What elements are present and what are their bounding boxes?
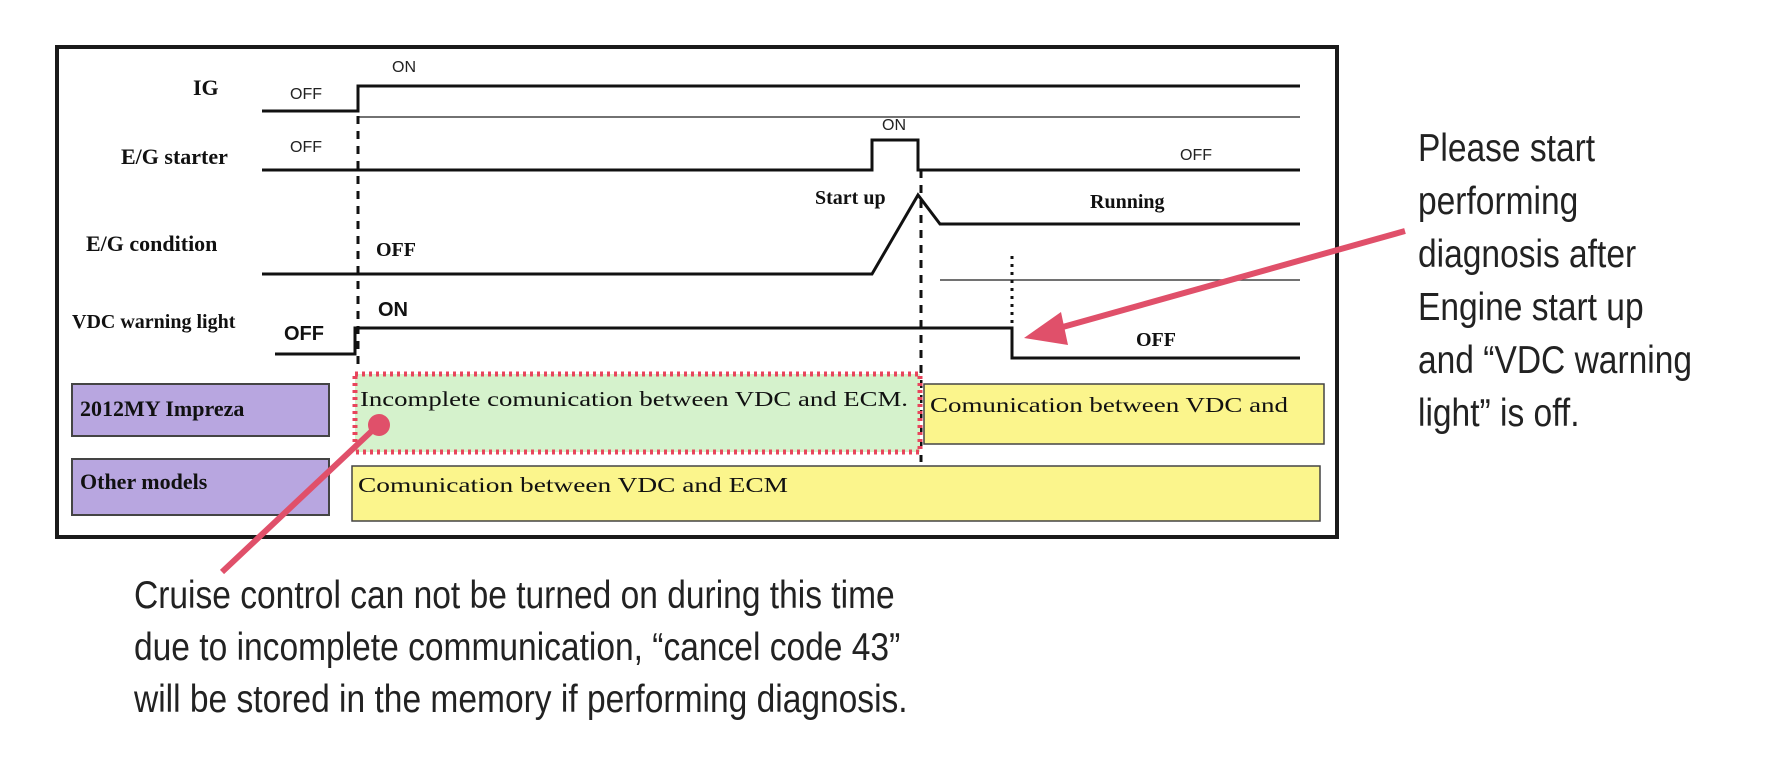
vdc-label: VDC warning light [72, 311, 236, 333]
bottom-note-pointer [219, 425, 378, 575]
cruise-control-note-line: Cruise control can not be turned on duri… [134, 574, 895, 617]
vdc-on-text: ON [378, 299, 408, 321]
diagnosis-note-line: light” is off. [1418, 392, 1580, 435]
diagnosis-note: Please start performing diagnosis after … [1418, 122, 1692, 440]
impreza-label-box [71, 383, 330, 437]
impreza-complete-text: Comunication between VDC and [930, 393, 1289, 417]
diagnosis-note-line: Please start [1418, 127, 1596, 170]
condition-signal-line [262, 192, 1300, 276]
impreza-incomplete-text: Incomplete comunication between VDC and … [360, 387, 908, 411]
right-note-arrowhead [1024, 312, 1068, 345]
diagram-frame [55, 45, 1339, 539]
diagnosis-note-line: and “VDC warning [1418, 339, 1693, 382]
impreza-label: 2012MY Impreza [80, 396, 244, 421]
other-complete-box [351, 465, 1321, 522]
vdc-signal-line [275, 326, 1300, 360]
right-note-arrow-shaft [1051, 228, 1406, 333]
diagnosis-note-line: performing [1418, 180, 1579, 223]
other-complete-text: Comunication between VDC and ECM [358, 473, 788, 497]
condition-startup-text: Start up [815, 187, 886, 209]
cruise-control-note-line: will be stored in the memory if performi… [134, 678, 908, 721]
starter-off-text: OFF [290, 139, 322, 156]
diagnosis-note-line: diagnosis after [1418, 233, 1637, 276]
starter-off-after-text: OFF [1180, 147, 1212, 164]
vdc-off-text: OFF [284, 323, 324, 345]
other-label-box [71, 458, 330, 516]
condition-label: E/G condition [86, 231, 217, 256]
ig-on-text: ON [392, 59, 416, 76]
cruise-control-note: Cruise control can not be turned on duri… [134, 570, 908, 726]
condition-running-text: Running [1090, 191, 1165, 213]
vdc-off-after-text: OFF [1136, 329, 1176, 351]
ig-off-text: OFF [290, 86, 322, 103]
condition-off-text: OFF [376, 239, 416, 261]
diagnosis-note-line: Engine start up [1418, 286, 1644, 329]
impreza-complete-box [923, 383, 1325, 445]
cruise-control-note-line: due to incomplete communication, “cancel… [134, 626, 901, 669]
starter-on-text: ON [882, 117, 906, 134]
bottom-note-pointer-dot [368, 414, 390, 436]
impreza-incomplete-box [352, 371, 923, 455]
ig-label: IG [193, 75, 219, 100]
other-label: Other models [80, 469, 208, 494]
ig-signal-line [262, 84, 1300, 113]
starter-signal-line [262, 138, 1300, 172]
starter-label: E/G starter [121, 144, 228, 169]
